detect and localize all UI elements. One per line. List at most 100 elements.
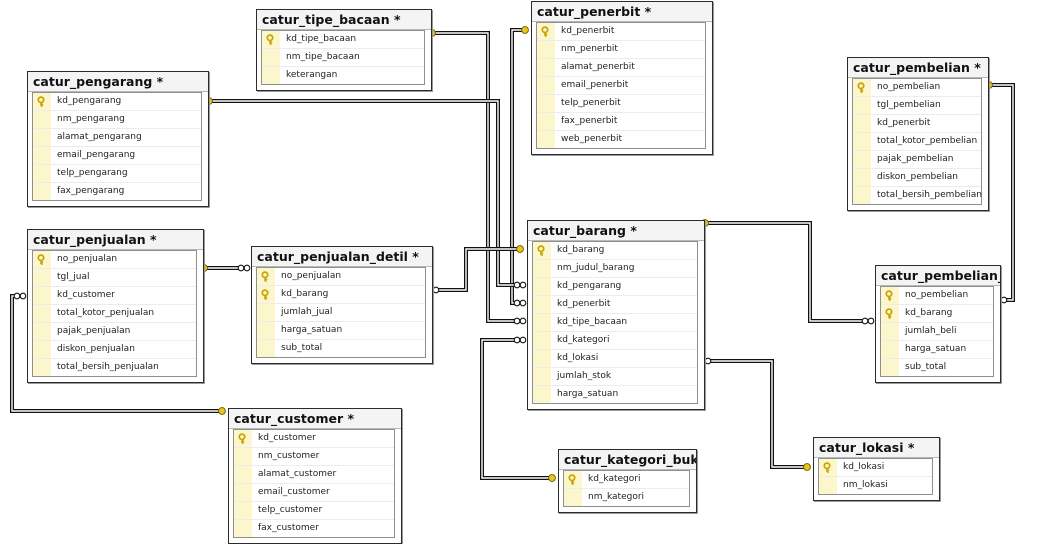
column-row[interactable]: total_bersih_pembelian (853, 187, 982, 204)
column-row[interactable]: kd_lokasi (819, 459, 932, 477)
column-row[interactable]: kd_kategori (564, 471, 689, 489)
column-row[interactable]: web_penerbit (537, 131, 705, 148)
column-row[interactable]: email_pengarang (33, 147, 201, 165)
column-name: web_penerbit (561, 134, 623, 144)
relationship-penjualan-to-penjualan-detil[interactable] (200, 264, 251, 272)
column-row[interactable]: jumlah_beli (881, 323, 993, 341)
column-row[interactable]: jumlah_jual (257, 304, 425, 322)
column-row[interactable]: kd_barang (533, 242, 697, 260)
column-row[interactable]: telp_customer (234, 502, 394, 520)
column-row[interactable]: tgl_jual (33, 269, 196, 287)
column-row[interactable]: email_customer (234, 484, 394, 502)
column-row[interactable]: nm_kategori (564, 489, 689, 506)
table-title[interactable]: catur_penjualan * (28, 230, 203, 250)
column-row[interactable]: total_kotor_pembelian (853, 133, 981, 151)
column-row[interactable]: kd_customer (33, 287, 196, 305)
table-title[interactable]: catur_kategori_buk (559, 450, 696, 470)
column-row[interactable]: kd_penerbit (533, 296, 697, 314)
column-row[interactable]: nm_penerbit (537, 41, 705, 59)
table-title[interactable]: catur_pembelian_ (876, 266, 1000, 286)
column-row[interactable]: nm_judul_barang (533, 260, 697, 278)
row-selector (234, 448, 252, 465)
column-row[interactable]: no_pembelian (881, 287, 993, 305)
column-row[interactable]: harga_satuan (881, 341, 993, 359)
primary-key-icon (537, 23, 555, 40)
relationship-kategori-to-barang[interactable] (480, 336, 556, 482)
column-row[interactable]: telp_penerbit (537, 95, 705, 113)
column-row[interactable]: kd_penerbit (537, 23, 705, 41)
column-row[interactable]: nm_customer (234, 448, 394, 466)
column-row[interactable]: sub_total (881, 359, 993, 376)
column-row[interactable]: pajak_pembelian (853, 151, 981, 169)
column-row[interactable]: kd_pengarang (533, 278, 697, 296)
column-row[interactable]: kd_pengarang (33, 93, 201, 111)
column-row[interactable]: kd_barang (257, 286, 425, 304)
column-row[interactable]: kd_customer (234, 430, 394, 448)
column-row[interactable]: alamat_pengarang (33, 129, 201, 147)
column-row[interactable]: nm_tipe_bacaan (262, 49, 424, 67)
column-row[interactable]: diskon_penjualan (33, 341, 196, 359)
column-row[interactable]: kd_kategori (533, 332, 697, 350)
column-name: nm_penerbit (561, 44, 618, 54)
row-selector (262, 49, 280, 66)
column-row[interactable]: harga_satuan (533, 386, 697, 403)
table-title[interactable]: catur_pembelian * (848, 58, 988, 78)
column-row[interactable]: total_bersih_penjualan (33, 359, 196, 376)
relationship-lokasi-to-barang[interactable] (698, 357, 811, 471)
column-row[interactable]: alamat_penerbit (537, 59, 705, 77)
column-row[interactable]: fax_pengarang (33, 183, 201, 200)
column-row[interactable]: alamat_customer (234, 466, 394, 484)
column-row[interactable]: kd_tipe_bacaan (533, 314, 697, 332)
column-row[interactable]: sub_total (257, 340, 425, 357)
column-row[interactable]: diskon_pembelian (853, 169, 981, 187)
column-row[interactable]: fax_customer (234, 520, 394, 537)
column-row[interactable]: harga_satuan (257, 322, 425, 340)
column-name: tgl_jual (57, 272, 90, 282)
column-row[interactable]: pajak_penjualan (33, 323, 196, 341)
column-row[interactable]: no_penjualan (257, 268, 425, 286)
column-row[interactable]: kd_lokasi (533, 350, 697, 368)
column-row[interactable]: email_penerbit (537, 77, 705, 95)
column-row[interactable]: nm_lokasi (819, 477, 932, 494)
column-row[interactable]: no_penjualan (33, 251, 196, 269)
relationship-penerbit-to-barang[interactable] (510, 26, 529, 307)
row-selector (33, 129, 51, 146)
column-row[interactable]: fax_penerbit (537, 113, 705, 131)
table-title[interactable]: catur_penjualan_detil * (252, 247, 432, 267)
table-title[interactable]: catur_tipe_bacaan * (257, 10, 431, 30)
table-title[interactable]: catur_barang * (528, 221, 704, 241)
relationship-tipe_bacaan-to-barang[interactable] (428, 29, 527, 325)
table-title[interactable]: catur_penerbit * (532, 2, 712, 22)
column-row[interactable]: keterangan (262, 67, 424, 84)
column-row[interactable]: no_pembelian (853, 79, 981, 97)
table-title[interactable]: catur_pengarang * (28, 72, 208, 92)
column-row[interactable]: kd_penerbit (853, 115, 981, 133)
column-row[interactable]: nm_pengarang (33, 111, 201, 129)
column-row[interactable]: kd_barang (881, 305, 993, 323)
column-row[interactable]: tgl_pembelian (853, 97, 981, 115)
row-selector (853, 151, 871, 168)
table-title[interactable]: catur_customer * (229, 409, 401, 429)
table-title[interactable]: catur_lokasi * (814, 438, 939, 458)
relationship-barang-to-pembelian-detil[interactable] (701, 219, 875, 325)
column-name: no_pembelian (905, 290, 969, 300)
column-row[interactable]: total_kotor_penjualan (33, 305, 196, 323)
table-catur-penjualan[interactable]: catur_penjualan *no_penjualan tgl_jual kd_… (27, 229, 204, 383)
column-row[interactable]: jumlah_stok (533, 368, 697, 386)
column-name: email_pengarang (57, 150, 136, 160)
column-row[interactable]: telp_pengarang (33, 165, 201, 183)
relationship-customer-to-penjualan[interactable] (10, 292, 226, 415)
row-selector (234, 466, 252, 483)
column-row[interactable]: kd_tipe_bacaan (262, 31, 424, 49)
